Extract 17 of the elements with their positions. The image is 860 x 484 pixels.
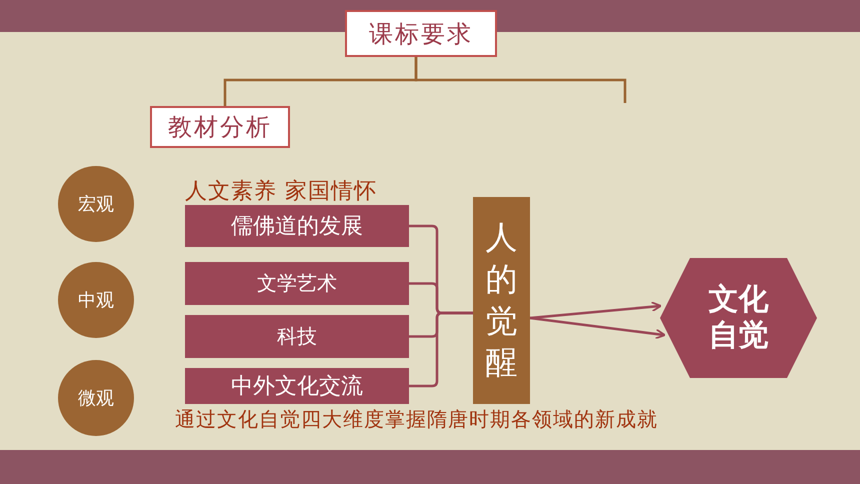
heading-box: 课标要求 xyxy=(345,10,497,57)
level-circle: 微观 xyxy=(58,360,134,436)
topic-bar: 中外文化交流 xyxy=(185,368,409,404)
arrow xyxy=(530,316,666,340)
topic-bar: 儒佛道的发展 xyxy=(185,205,409,247)
level-circle: 宏观 xyxy=(58,166,134,242)
brace-line xyxy=(409,312,473,388)
tree-connector xyxy=(414,57,626,103)
summary-text: 通过文化自觉四大维度掌握隋唐时期各领域的新成就 xyxy=(175,406,658,433)
topic-bar: 科技 xyxy=(185,315,409,358)
note-text: 人文素养 家国情怀 xyxy=(185,178,377,206)
level-circle: 中观 xyxy=(58,262,134,338)
arrow xyxy=(530,301,662,320)
topic-bar: 文学艺术 xyxy=(185,262,409,305)
theme-column: 人的觉醒 xyxy=(473,197,530,404)
heading-box: 教材分析 xyxy=(150,106,290,148)
goal-hexagon: 文化自觉 xyxy=(660,258,817,378)
